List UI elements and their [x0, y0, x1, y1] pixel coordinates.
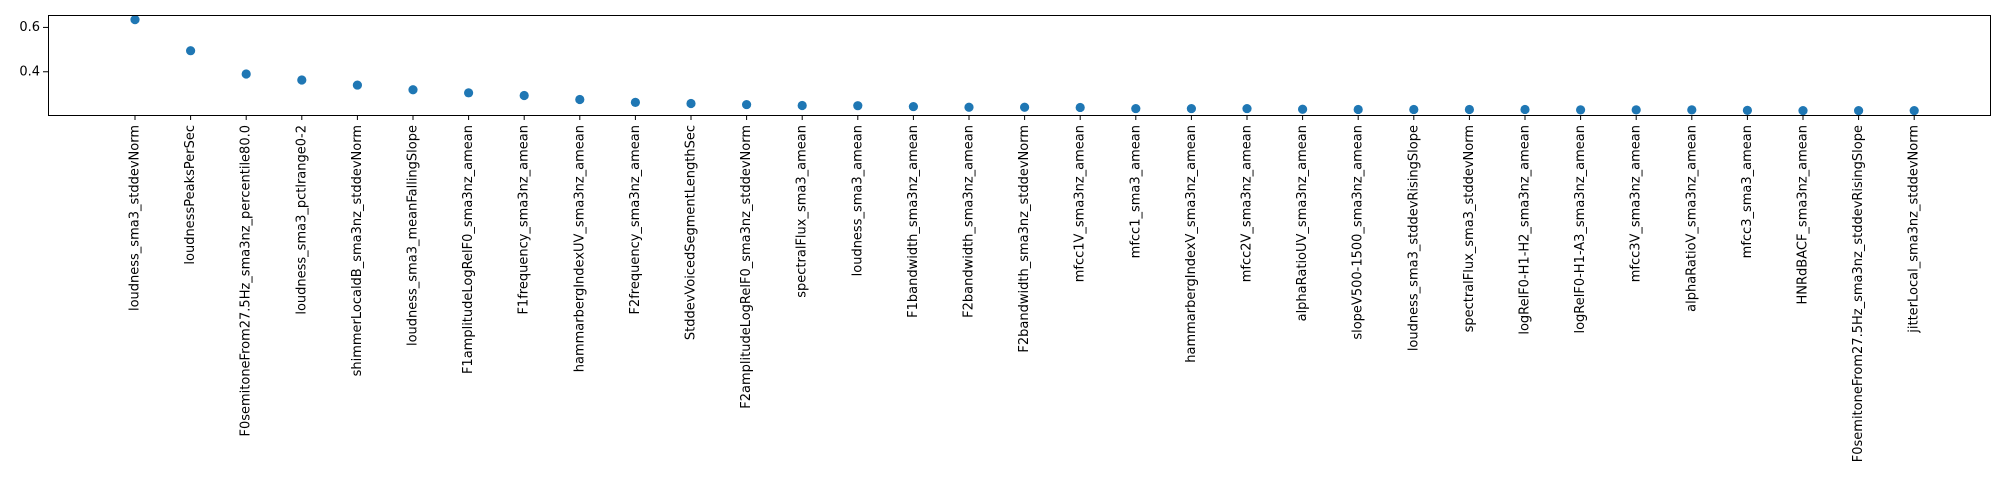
- x-tick-label: loudness_sma3_pctlrange0-2: [294, 125, 309, 315]
- x-tick-label: loudness_sma3_meanFallingSlope: [406, 125, 421, 346]
- data-point: [964, 102, 974, 112]
- data-point: [908, 101, 919, 112]
- data-point: [1131, 103, 1141, 114]
- data-point: [1520, 104, 1530, 115]
- data-point: [241, 69, 251, 79]
- data-point: [1909, 105, 1919, 116]
- x-tick-label: hammarbergIndexV_sma3nz_amean: [1184, 125, 1199, 363]
- data-point: [1020, 102, 1030, 112]
- x-tick-label: StddevVoicedSegmentLengthSec: [684, 125, 699, 340]
- x-tick-label: logRelF0-H1-A3_sma3nz_amean: [1573, 125, 1588, 334]
- plot-area-frame: [48, 15, 1991, 116]
- data-point: [1576, 105, 1586, 115]
- data-point: [742, 99, 752, 110]
- x-tick-label: F0semitoneFrom27.5Hz_sma3nz_stddevRising…: [1851, 125, 1866, 462]
- data-point: [1298, 104, 1308, 114]
- data-point: [1075, 102, 1085, 113]
- data-point: [797, 100, 807, 111]
- x-tick-label: mfcc2V_sma3nz_amean: [1240, 125, 1255, 282]
- x-tick-label: mfcc1V_sma3nz_amean: [1073, 125, 1088, 282]
- data-point: [1242, 103, 1252, 114]
- y-tick-label: 0.6: [19, 20, 40, 35]
- data-point: [464, 88, 474, 98]
- x-tick-label: F2frequency_sma3nz_amean: [628, 125, 643, 315]
- data-point: [186, 46, 196, 56]
- x-tick-label: F2bandwidth_sma3nz_stddevNorm: [1017, 125, 1032, 353]
- x-tick-label: F2bandwidth_sma3nz_amean: [962, 125, 977, 318]
- data-point: [630, 97, 641, 107]
- x-tick-label: alphaRatioV_sma3nz_amean: [1684, 125, 1699, 312]
- data-point: [686, 98, 696, 109]
- x-tick-label: spectralFlux_sma3_amean: [795, 125, 810, 298]
- x-tick-label: jitterLocal_sma3nz_stddevNorm: [1907, 125, 1922, 334]
- x-tick-label: loudness_sma3_stddevRisingSlope: [1406, 125, 1421, 351]
- x-tick-label: F1amplitudeLogRelF0_sma3nz_amean: [461, 125, 476, 374]
- data-point: [1353, 104, 1363, 115]
- data-point: [853, 101, 863, 111]
- x-tick-label: alphaRatioUV_sma3nz_amean: [1295, 125, 1310, 321]
- data-point: [575, 94, 585, 105]
- data-point: [1798, 105, 1808, 116]
- x-tick-label: loudnessPeaksPerSec: [183, 125, 198, 265]
- data-point: [352, 80, 362, 90]
- x-tick-label: F1bandwidth_sma3nz_amean: [906, 125, 921, 318]
- x-tick-label: mfcc3V_sma3nz_amean: [1629, 125, 1644, 282]
- data-point: [297, 75, 307, 85]
- x-tick-label: loudness_sma3_stddevNorm: [128, 125, 143, 311]
- data-point: [1631, 105, 1641, 115]
- data-point: [1854, 105, 1864, 116]
- x-tick-label: spectralFlux_sma3_stddevNorm: [1462, 125, 1477, 332]
- x-tick-label: shimmerLocaldB_sma3nz_stddevNorm: [350, 125, 365, 376]
- data-point: [130, 15, 140, 25]
- x-tick-label: mfcc3_sma3_amean: [1740, 125, 1755, 258]
- y-tick-label: 0.4: [19, 64, 40, 79]
- point-layer: [130, 15, 1919, 116]
- x-tick-label: slopeV500-1500_sma3nz_amean: [1351, 125, 1366, 340]
- tick-layer: 0.4 0.6 loudness_sma3_stddevNorm loudnessPe…: [19, 20, 1921, 462]
- data-point: [519, 90, 529, 101]
- x-tick-label: logRelF0-H1-H2_sma3nz_amean: [1518, 125, 1533, 335]
- x-tick-label: hammarbergIndexUV_sma3nz_amean: [572, 125, 587, 372]
- data-point: [1687, 105, 1697, 115]
- x-tick-label: F0semitoneFrom27.5Hz_sma3nz_percentile80…: [239, 125, 254, 437]
- x-tick-label: mfcc1_sma3_amean: [1128, 125, 1143, 258]
- data-point: [1186, 103, 1196, 114]
- x-tick-label: loudness_sma3_amean: [850, 125, 865, 276]
- data-point: [1464, 104, 1474, 115]
- x-tick-label: F1frequency_sma3nz_amean: [517, 125, 532, 315]
- data-point: [1742, 105, 1752, 115]
- x-tick-label: F2amplitudeLogRelF0_sma3nz_stddevNorm: [739, 125, 754, 409]
- x-tick-label: HNRdBACF_sma3nz_amean: [1796, 125, 1811, 305]
- data-point: [1409, 104, 1419, 115]
- data-point: [408, 85, 418, 95]
